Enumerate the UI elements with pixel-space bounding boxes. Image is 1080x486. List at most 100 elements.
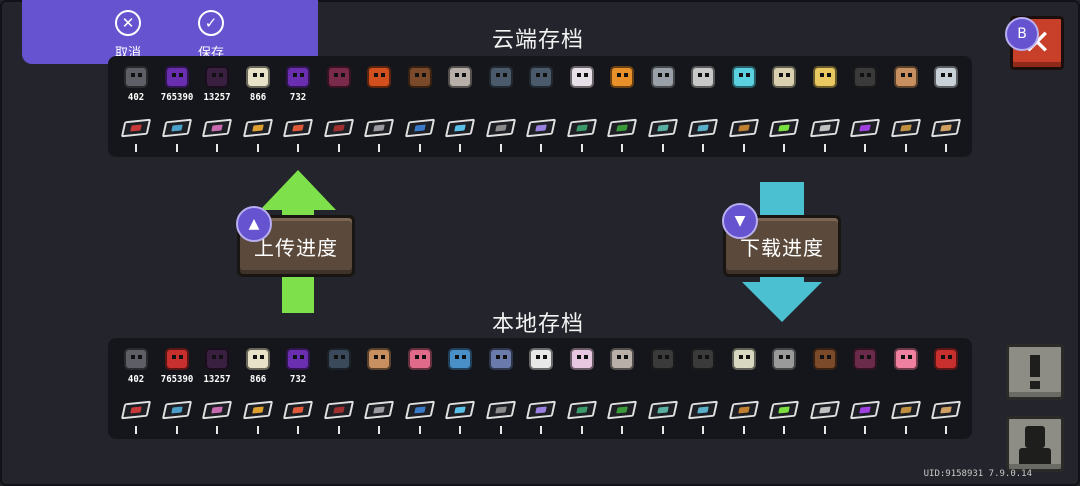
- card-slot: [440, 396, 481, 439]
- inventory-slot: [805, 344, 846, 388]
- card-slot: [116, 396, 157, 439]
- skin-card-icon: [526, 118, 557, 138]
- skin-card-icon: [566, 400, 597, 420]
- card-slot: [238, 114, 279, 157]
- save-button[interactable]: ✓ 保存: [186, 10, 236, 61]
- skin-card-icon: [485, 118, 516, 138]
- inventory-slot: [440, 344, 481, 388]
- local-cards-row: [116, 396, 967, 439]
- skin-card-icon: [364, 118, 395, 138]
- pet-sprite-icon: [731, 66, 756, 88]
- skin-card-icon: [202, 118, 233, 138]
- item-count: 402: [128, 374, 145, 385]
- card-count-mark: [904, 144, 907, 152]
- pet-sprite-icon: [286, 66, 311, 88]
- inventory-slot: [886, 62, 927, 106]
- local-save-title: 本地存档: [491, 312, 584, 337]
- card-count-mark: [175, 144, 178, 152]
- skin-card-icon: [121, 118, 152, 138]
- pet-sprite-icon: [205, 348, 230, 370]
- pet-sprite-icon: [650, 348, 675, 370]
- item-count: 866: [249, 92, 266, 103]
- inventory-slot: [724, 344, 765, 388]
- card-slot: [319, 396, 360, 439]
- card-count-mark: [864, 426, 867, 434]
- skin-card-icon: [850, 118, 881, 138]
- card-slot: [602, 396, 643, 439]
- close-circle-icon: ✕: [115, 10, 141, 36]
- notice-button[interactable]: [1006, 344, 1064, 400]
- item-count: 402: [128, 92, 145, 103]
- card-count-mark: [135, 144, 138, 152]
- card-slot: [724, 396, 765, 439]
- card-count-mark: [742, 144, 745, 152]
- inventory-slot: 402: [116, 344, 157, 388]
- pet-sprite-icon: [124, 66, 149, 88]
- upload-progress-button[interactable]: 上传进度: [237, 215, 355, 277]
- card-slot: [926, 396, 967, 439]
- pet-sprite-icon: [529, 66, 554, 88]
- inventory-slot: [562, 344, 603, 388]
- skin-card-icon: [890, 118, 921, 138]
- card-count-mark: [945, 426, 948, 434]
- profile-button[interactable]: [1006, 416, 1064, 472]
- skin-card-icon: [202, 400, 233, 420]
- card-slot: [764, 396, 805, 439]
- card-slot: [197, 114, 238, 157]
- pet-sprite-icon: [812, 348, 837, 370]
- card-count-mark: [661, 426, 664, 434]
- card-count-mark: [823, 426, 826, 434]
- skin-card-icon: [809, 400, 840, 420]
- pet-sprite-icon: [205, 66, 230, 88]
- skin-card-icon: [566, 118, 597, 138]
- card-count-mark: [216, 426, 219, 434]
- pet-sprite-icon: [164, 348, 189, 370]
- pet-sprite-icon: [853, 348, 878, 370]
- pet-sprite-icon: [448, 348, 473, 370]
- card-count-mark: [216, 144, 219, 152]
- skin-card-icon: [809, 118, 840, 138]
- card-slot: [238, 396, 279, 439]
- inventory-slot: [805, 62, 846, 106]
- card-count-mark: [945, 144, 948, 152]
- card-count-mark: [783, 144, 786, 152]
- inventory-slot: 866: [238, 62, 279, 106]
- item-count: 765390: [160, 92, 194, 103]
- pet-sprite-icon: [691, 66, 716, 88]
- inventory-slot: [521, 62, 562, 106]
- card-count-mark: [297, 144, 300, 152]
- inventory-slot: [359, 344, 400, 388]
- skin-card-icon: [404, 118, 435, 138]
- card-count-mark: [540, 144, 543, 152]
- card-count-mark: [702, 426, 705, 434]
- inventory-slot: [886, 344, 927, 388]
- card-slot: [602, 114, 643, 157]
- avatar-icon: [1018, 424, 1052, 464]
- skin-card-icon: [728, 118, 759, 138]
- skin-card-icon: [283, 400, 314, 420]
- pet-sprite-icon: [731, 348, 756, 370]
- card-slot: [926, 114, 967, 157]
- item-count: 732: [290, 92, 307, 103]
- exclamation-icon: [1030, 355, 1040, 389]
- skin-card-icon: [242, 400, 273, 420]
- cloud-cards-row: [116, 114, 967, 157]
- inventory-slot: 765390: [157, 62, 198, 106]
- pet-sprite-icon: [326, 348, 351, 370]
- skin-card-icon: [607, 400, 638, 420]
- pet-sprite-icon: [610, 66, 635, 88]
- skin-card-icon: [161, 118, 192, 138]
- skin-card-icon: [890, 400, 921, 420]
- skin-card-icon: [769, 400, 800, 420]
- inventory-slot: [400, 62, 441, 106]
- card-slot: [400, 114, 441, 157]
- inventory-slot: [440, 62, 481, 106]
- skin-card-icon: [850, 400, 881, 420]
- inventory-slot: [602, 62, 643, 106]
- card-slot: [683, 114, 724, 157]
- pet-sprite-icon: [367, 348, 392, 370]
- cancel-button[interactable]: ✕ 取消: [103, 10, 153, 61]
- pet-sprite-icon: [650, 66, 675, 88]
- card-slot: [359, 114, 400, 157]
